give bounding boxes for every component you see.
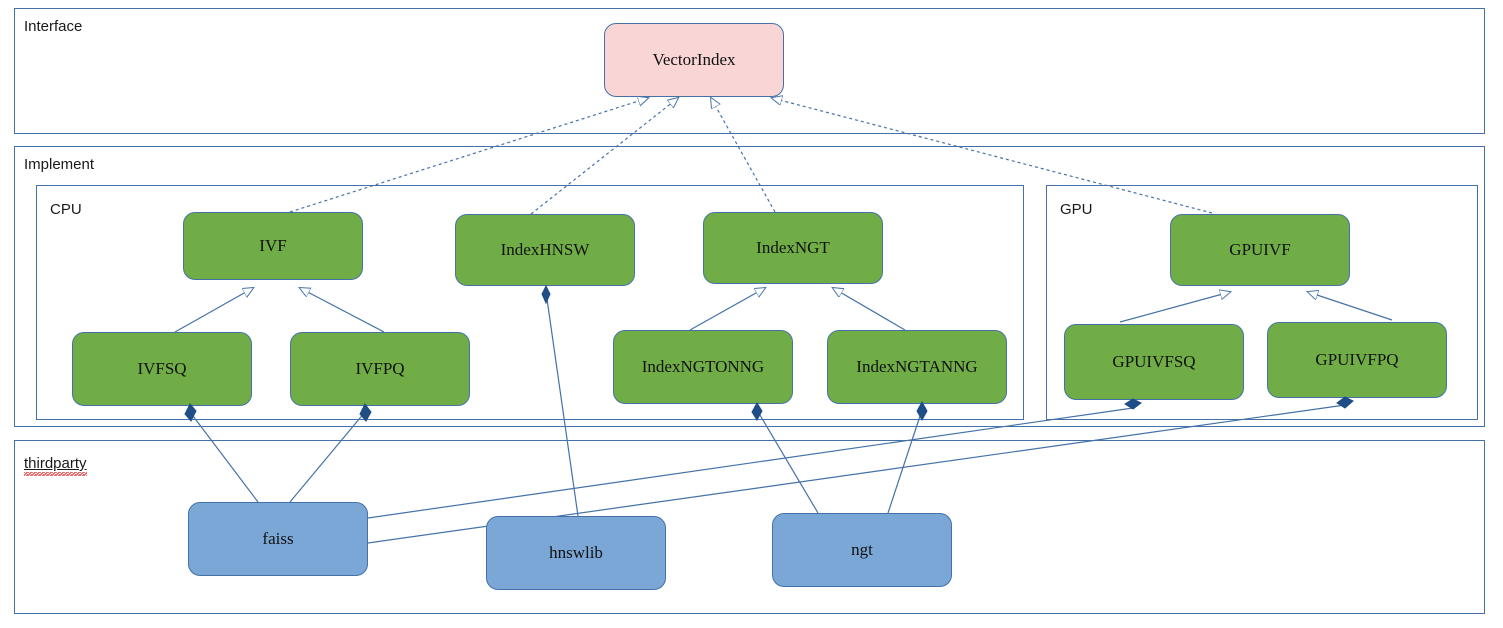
node-ivf[interactable]: IVF	[183, 212, 363, 280]
node-vectorindex[interactable]: VectorIndex	[604, 23, 784, 97]
node-indexngt-label: IndexNGT	[756, 238, 830, 257]
node-indexngtanng[interactable]: IndexNGTANNG	[827, 330, 1007, 404]
node-hnswlib[interactable]: hnswlib	[486, 516, 666, 590]
node-indexhnsw-label: IndexHNSW	[500, 240, 590, 259]
package-implement-label: Implement	[24, 156, 95, 173]
node-ivfsq-label: IVFSQ	[137, 359, 187, 378]
node-ivf-label: IVF	[259, 236, 287, 255]
node-indexhnsw[interactable]: IndexHNSW	[455, 214, 635, 286]
node-ivfpq-label: IVFPQ	[355, 359, 405, 378]
node-faiss-label: faiss	[262, 529, 294, 548]
node-ivfpq[interactable]: IVFPQ	[290, 332, 470, 406]
package-thirdparty-label: thirdparty	[24, 455, 87, 476]
node-vectorindex-label: VectorIndex	[652, 50, 736, 69]
node-gpuivf[interactable]: GPUIVF	[1170, 214, 1350, 286]
node-ivfsq[interactable]: IVFSQ	[72, 332, 252, 406]
node-hnswlib-label: hnswlib	[549, 543, 603, 562]
node-gpuivfsq[interactable]: GPUIVFSQ	[1064, 324, 1244, 400]
node-gpuivfpq-label: GPUIVFPQ	[1315, 350, 1399, 369]
package-cpu-label: CPU	[50, 201, 82, 218]
package-interface-label: Interface	[24, 18, 83, 35]
node-indexngtonng-label: IndexNGTONNG	[641, 357, 765, 376]
node-ngt-label: ngt	[851, 540, 873, 559]
node-faiss[interactable]: faiss	[188, 502, 368, 576]
node-gpuivf-label: GPUIVF	[1229, 240, 1291, 259]
node-indexngtonng[interactable]: IndexNGTONNG	[613, 330, 793, 404]
node-indexngt[interactable]: IndexNGT	[703, 212, 883, 284]
package-thirdparty-text: thirdparty	[24, 455, 87, 472]
node-ngt[interactable]: ngt	[772, 513, 952, 587]
node-gpuivfsq-label: GPUIVFSQ	[1112, 352, 1196, 371]
package-gpu-label: GPU	[1060, 201, 1093, 218]
node-gpuivfpq[interactable]: GPUIVFPQ	[1267, 322, 1447, 398]
node-indexngtanng-label: IndexNGTANNG	[856, 357, 978, 376]
